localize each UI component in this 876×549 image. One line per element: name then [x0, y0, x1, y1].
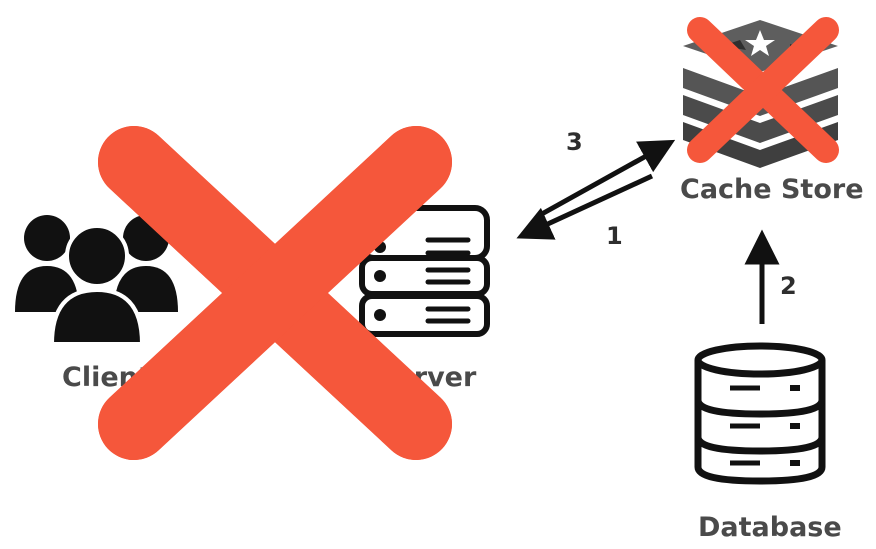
cache-red-x-cross-icon	[687, 17, 839, 163]
server-label: Server	[376, 362, 477, 393]
cache-store-label: Cache Store	[680, 174, 864, 205]
users-group-icon	[15, 215, 178, 346]
step-3-label: 3	[566, 128, 583, 156]
database-label: Database	[698, 512, 842, 543]
arrow-step-1	[516, 173, 654, 240]
step-2-label: 2	[780, 272, 797, 300]
database-cylinder-icon	[694, 342, 826, 485]
arrow-step-3	[538, 139, 676, 218]
step-1-label: 1	[606, 222, 623, 250]
client-label: Client	[62, 362, 151, 393]
